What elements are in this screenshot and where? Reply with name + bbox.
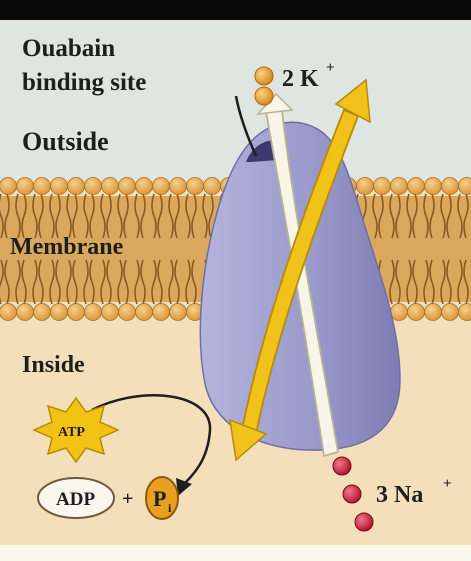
lipid-head	[85, 304, 102, 321]
lipid-head	[408, 304, 425, 321]
binding-site-label-line2: binding site	[22, 69, 146, 96]
lipid-head	[17, 304, 34, 321]
lipid-head	[0, 178, 17, 195]
top-border	[0, 0, 471, 20]
k-ion	[255, 87, 273, 105]
lipid-head	[51, 178, 68, 195]
lipid-head	[170, 304, 187, 321]
lipid-head	[102, 178, 119, 195]
k-ions-label: 2 K	[282, 66, 319, 92]
lipid-head	[153, 178, 170, 195]
lipid-head	[153, 304, 170, 321]
plus-sign: +	[122, 488, 133, 510]
phosphate-label: P	[153, 486, 166, 511]
membrane-label: Membrane	[10, 234, 124, 260]
lipid-head	[391, 304, 408, 321]
lipid-head	[442, 304, 459, 321]
na-ion	[333, 457, 351, 475]
lipid-head	[34, 304, 51, 321]
bottom-margin	[0, 545, 471, 561]
lipid-head	[170, 178, 187, 195]
na-ions-label: 3 Na	[376, 482, 423, 508]
lipid-head	[34, 178, 51, 195]
inside-label: Inside	[22, 352, 85, 378]
lipid-head	[68, 178, 85, 195]
lipid-head	[357, 178, 374, 195]
lipid-head	[391, 178, 408, 195]
lipid-head	[102, 304, 119, 321]
lipid-head	[0, 304, 17, 321]
lipid-head	[119, 178, 136, 195]
lipid-head	[425, 178, 442, 195]
outside-label: Outside	[22, 127, 109, 156]
k-ion	[255, 67, 273, 85]
k-charge-label: +	[326, 60, 335, 76]
lipid-head	[68, 304, 85, 321]
lipid-head	[119, 304, 136, 321]
lipid-head	[187, 178, 204, 195]
na-ion	[355, 513, 373, 531]
lipid-head	[204, 178, 221, 195]
adp-label: ADP	[56, 489, 95, 510]
lipid-head	[408, 178, 425, 195]
na-ion	[343, 485, 361, 503]
lipid-head	[17, 178, 34, 195]
lipid-head	[425, 304, 442, 321]
lipid-head	[85, 178, 102, 195]
lipid-head	[442, 178, 459, 195]
lipid-head	[136, 178, 153, 195]
lipid-head	[374, 178, 391, 195]
atp-label: ATP	[58, 425, 85, 440]
na-charge-label: +	[443, 476, 452, 492]
binding-site-label-line1: Ouabain	[22, 35, 115, 62]
lipid-head	[136, 304, 153, 321]
lipid-head	[51, 304, 68, 321]
